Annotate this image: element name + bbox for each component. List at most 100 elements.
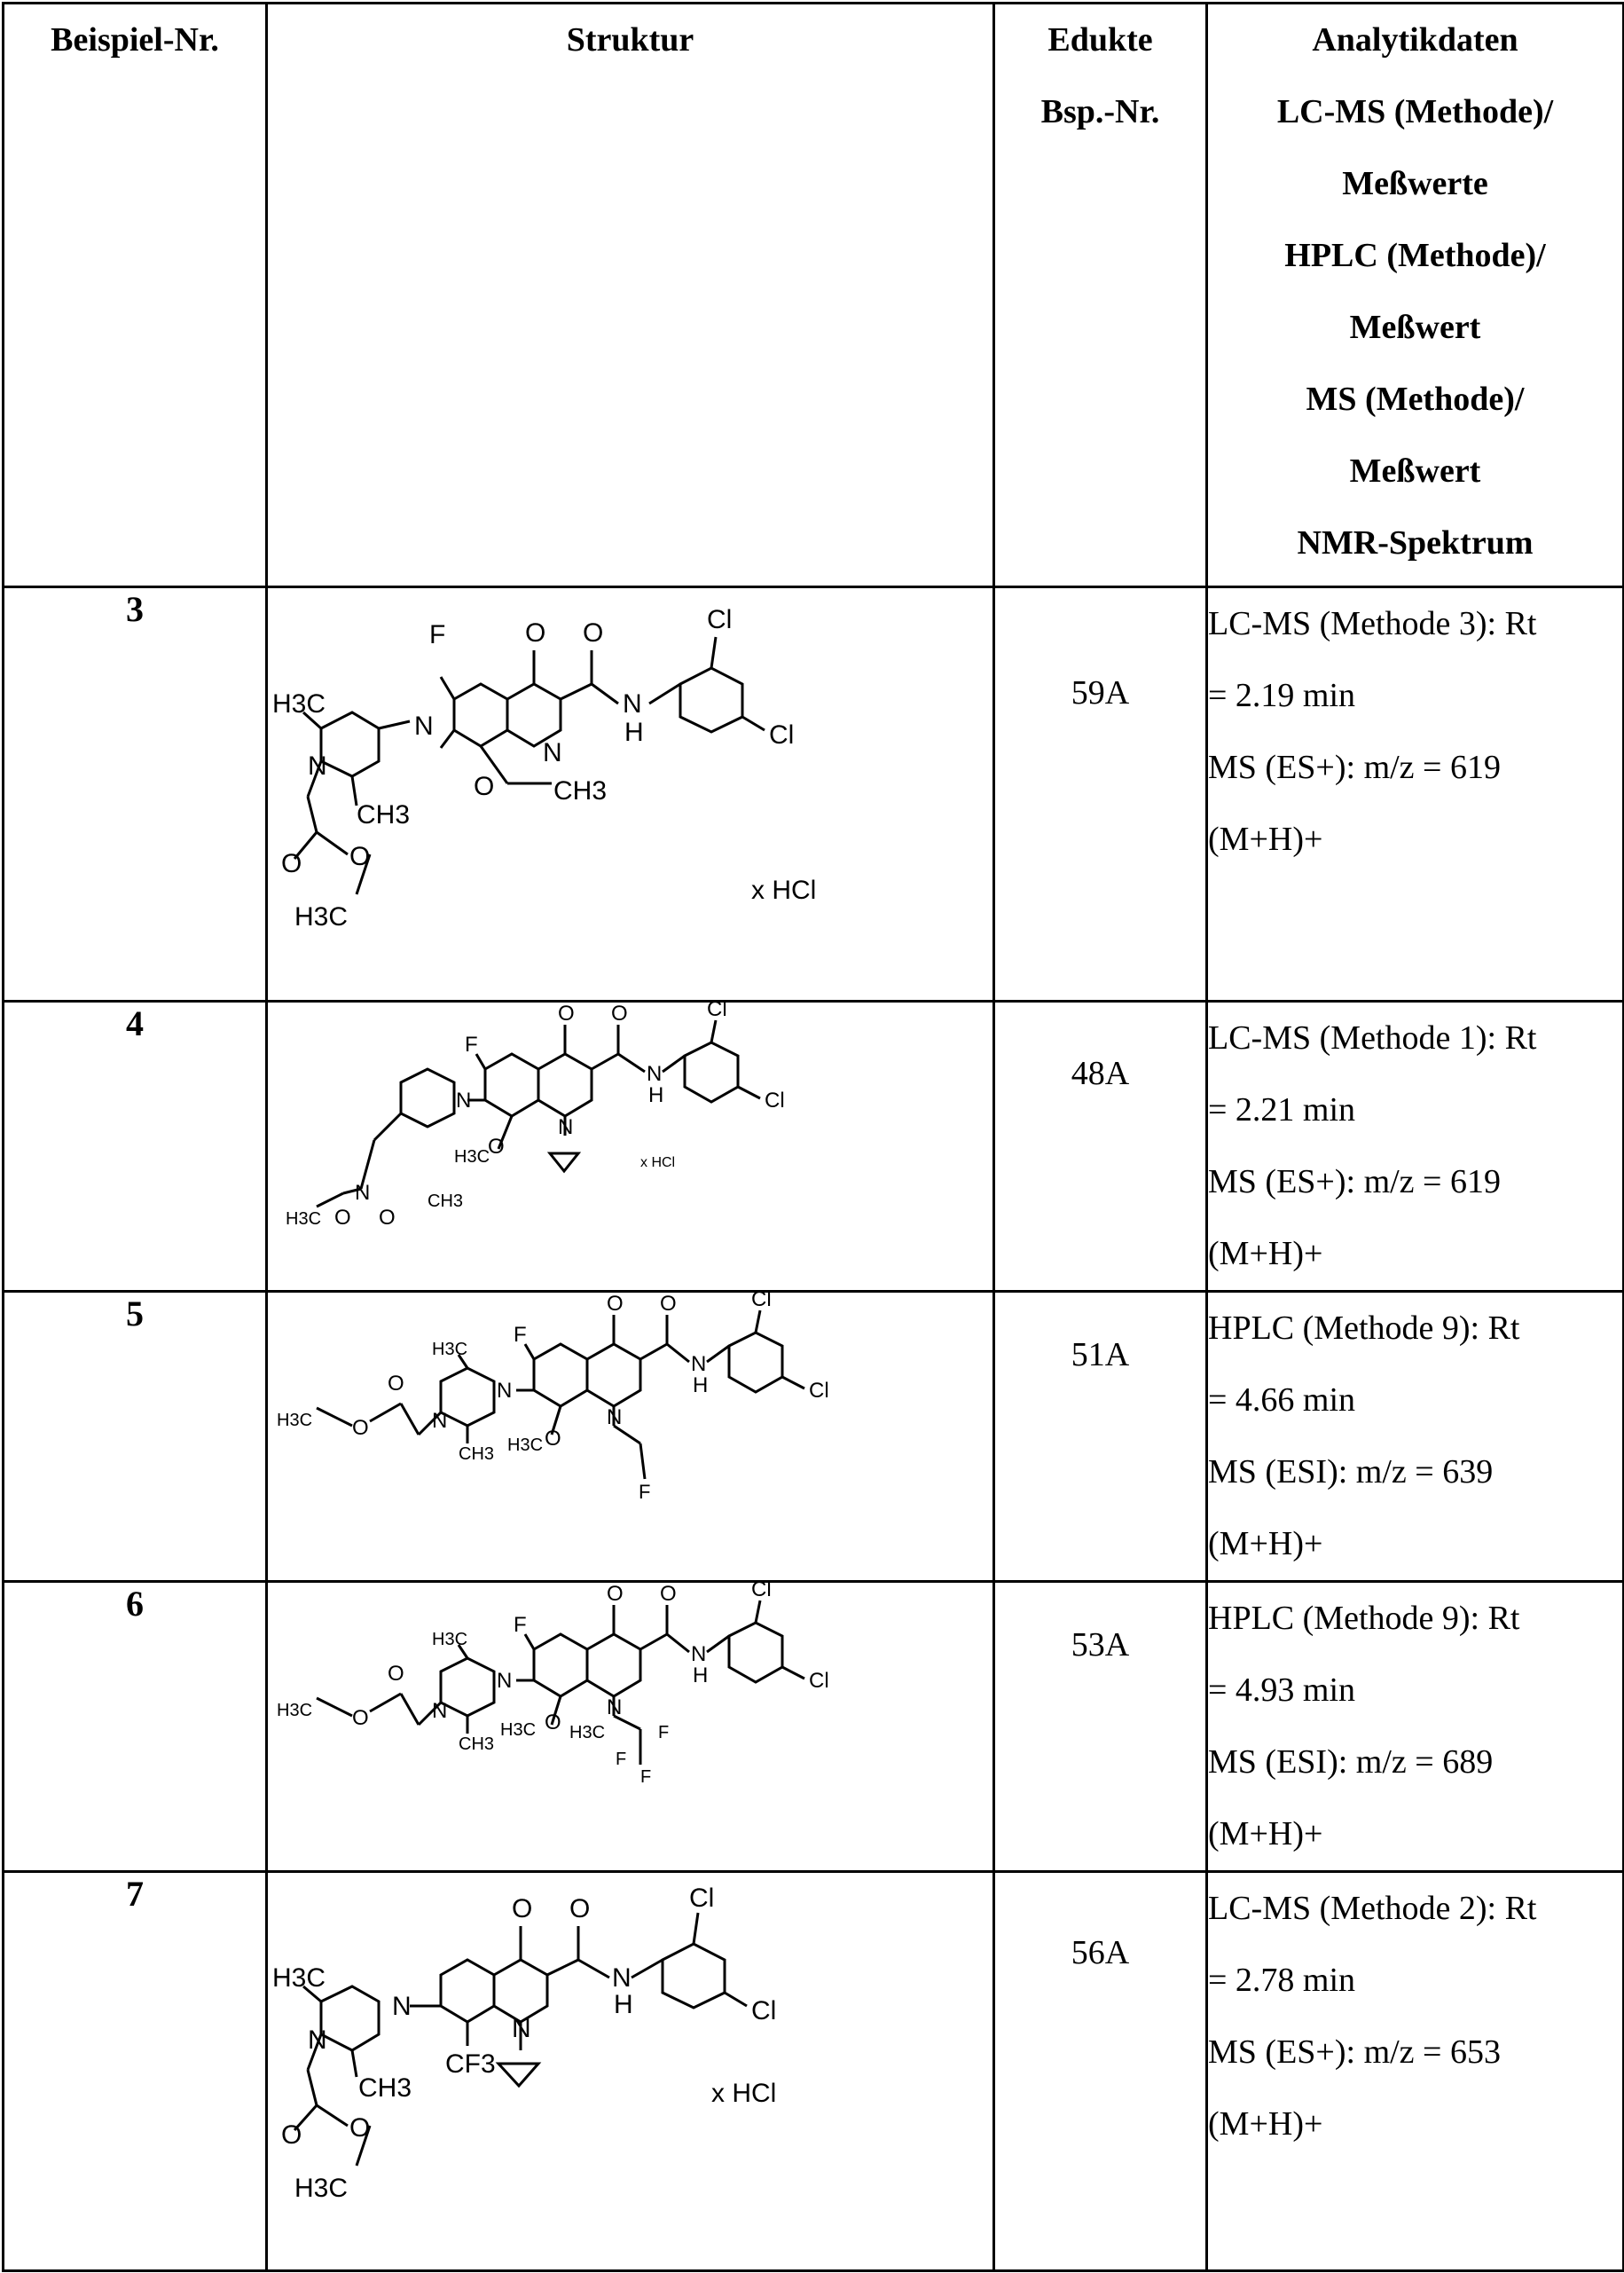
edukt-cell: 51A bbox=[994, 1292, 1207, 1582]
atom-label: O bbox=[488, 1135, 505, 1159]
example-number: 7 bbox=[4, 1872, 267, 2271]
atom-label: O bbox=[349, 2113, 370, 2143]
analytik-line: = 2.78 min bbox=[1208, 1945, 1622, 2017]
structure-image: F O O Cl Cl N H N N N O CH3 H3C CH3 O O … bbox=[268, 588, 990, 996]
atom-label: H bbox=[614, 1990, 633, 2019]
atom-label: H3C bbox=[272, 689, 326, 719]
atom-label: N bbox=[355, 1181, 370, 1205]
table-row: 3 bbox=[4, 587, 1624, 1002]
atom-label: H3C bbox=[286, 1209, 321, 1229]
edukt-number: 53A bbox=[995, 1625, 1205, 1664]
atom-label: H bbox=[693, 1373, 708, 1397]
header-analytik-line: Meßwert bbox=[1208, 292, 1622, 364]
atom-label: H3C bbox=[500, 1720, 536, 1740]
atom-label: Cl bbox=[751, 1996, 776, 2025]
header-row: Beispiel-Nr. Struktur Edukte Bsp.-Nr. An… bbox=[4, 4, 1624, 587]
atom-label: O bbox=[607, 1293, 624, 1316]
analytik-line: = 4.93 min bbox=[1208, 1655, 1622, 1726]
structure-cell: F O O Cl Cl N H N N N H3C CH3 H3C O H3C … bbox=[267, 1292, 994, 1582]
atom-label: O bbox=[660, 1293, 677, 1316]
analytik-cell: HPLC (Methode 9): Rt = 4.66 min MS (ESI)… bbox=[1207, 1292, 1624, 1582]
analytik-line: HPLC (Methode 9): Rt bbox=[1208, 1293, 1622, 1365]
atom-label: O bbox=[281, 849, 302, 878]
structure-image: F O O Cl Cl N H N N N H3C CH3 H3C O H3C … bbox=[268, 1293, 990, 1577]
atom-label: CF3 bbox=[445, 2049, 496, 2079]
atom-label: CH3 bbox=[357, 800, 410, 830]
atom-label: N bbox=[308, 2025, 327, 2055]
atom-label: N bbox=[691, 1642, 706, 1666]
atom-label: H3C bbox=[272, 1963, 326, 1993]
atom-label: F bbox=[465, 1033, 478, 1057]
atom-label: O bbox=[474, 772, 494, 801]
atom-label: N bbox=[607, 1695, 622, 1719]
analytik-cell: HPLC (Methode 9): Rt = 4.93 min MS (ESI)… bbox=[1207, 1582, 1624, 1872]
atom-label: O bbox=[525, 618, 545, 648]
atom-label: Cl bbox=[809, 1379, 829, 1403]
structure-cell: O O Cl Cl N H N N N H3C CF3 CH3 O O H3C … bbox=[267, 1872, 994, 2271]
salt-label: x HCl bbox=[711, 2079, 776, 2108]
atom-label: CH3 bbox=[553, 776, 607, 806]
atom-label: N bbox=[607, 1405, 622, 1429]
atom-label: N bbox=[512, 2014, 531, 2043]
header-analytik-line: Meßwert bbox=[1208, 436, 1622, 507]
atom-label: O bbox=[281, 2120, 302, 2150]
analytik-line: MS (ES+): m/z = 653 bbox=[1208, 2017, 1622, 2088]
analytik-line: MS (ESI): m/z = 639 bbox=[1208, 1436, 1622, 1508]
header-edukte: Edukte Bsp.-Nr. bbox=[994, 4, 1207, 587]
example-number: 5 bbox=[4, 1292, 267, 1582]
atom-label: CH3 bbox=[428, 1192, 463, 1211]
analytik-cell: LC-MS (Methode 2): Rt = 2.78 min MS (ES+… bbox=[1207, 1872, 1624, 2271]
atom-label: O bbox=[379, 1206, 396, 1230]
atom-label: Cl bbox=[809, 1669, 829, 1693]
atom-label: H3C bbox=[277, 1411, 312, 1430]
atom-label: O bbox=[583, 618, 603, 648]
atom-label: O bbox=[607, 1583, 624, 1606]
example-number: 6 bbox=[4, 1582, 267, 1872]
analytik-line: (M+H)+ bbox=[1208, 804, 1622, 876]
table-row: 5 F bbox=[4, 1292, 1624, 1582]
header-beispiel-nr: Beispiel-Nr. bbox=[4, 4, 267, 587]
atom-label: O bbox=[660, 1583, 677, 1606]
edukt-number: 59A bbox=[995, 673, 1205, 712]
atom-label: Cl bbox=[707, 605, 732, 634]
header-edukte-line: Edukte bbox=[995, 4, 1205, 76]
atom-label: N bbox=[691, 1352, 706, 1376]
structure-image: O O Cl Cl N H N N N H3C CF3 CH3 O O H3C … bbox=[268, 1873, 990, 2263]
analytik-line: (M+H)+ bbox=[1208, 2088, 1622, 2160]
atom-label: O bbox=[334, 1206, 351, 1230]
atom-label: F bbox=[639, 1481, 650, 1503]
atom-label: O bbox=[545, 1427, 561, 1451]
edukt-cell: 59A bbox=[994, 587, 1207, 1002]
atom-label: F bbox=[616, 1750, 626, 1769]
analytik-line: LC-MS (Methode 3): Rt bbox=[1208, 588, 1622, 660]
atom-label: O bbox=[569, 1894, 590, 1923]
atom-label: F bbox=[640, 1767, 651, 1787]
atom-label: Cl bbox=[769, 720, 794, 750]
atom-label: F bbox=[429, 620, 445, 649]
atom-label: CH3 bbox=[459, 1444, 494, 1464]
structure-cell: F O O Cl Cl N H N N N H3C CH3 H3C O H3C … bbox=[267, 1582, 994, 1872]
atom-label: H bbox=[648, 1083, 663, 1107]
structure-cell: F O O Cl Cl N H N N N O CH3 H3C CH3 O O … bbox=[267, 587, 994, 1002]
analytik-line: = 4.66 min bbox=[1208, 1365, 1622, 1436]
edukt-cell: 48A bbox=[994, 1002, 1207, 1292]
atom-label: O bbox=[545, 1711, 561, 1734]
atom-label: N bbox=[392, 1992, 412, 2021]
atom-label: O bbox=[611, 1003, 628, 1026]
header-analytik-line: Analytikdaten bbox=[1208, 4, 1622, 76]
atom-label: N bbox=[308, 751, 327, 781]
analytik-line: LC-MS (Methode 2): Rt bbox=[1208, 1873, 1622, 1945]
atom-label: F bbox=[514, 1613, 527, 1637]
table-row: 4 F O bbox=[4, 1002, 1624, 1292]
header-analytikdaten: Analytikdaten LC-MS (Methode)/ Meßwerte … bbox=[1207, 4, 1624, 587]
structure-cell: F O O Cl Cl N H N N N H3C O CH3 H3C O O … bbox=[267, 1002, 994, 1292]
header-analytik-line: HPLC (Methode)/ bbox=[1208, 220, 1622, 292]
analytik-line: MS (ES+): m/z = 619 bbox=[1208, 732, 1622, 804]
atom-label: O bbox=[352, 1706, 369, 1730]
atom-label: N bbox=[612, 1963, 632, 1993]
atom-label: H3C bbox=[277, 1701, 312, 1720]
atom-label: O bbox=[388, 1372, 404, 1396]
atom-label: Cl bbox=[689, 1884, 714, 1913]
atom-label: N bbox=[432, 1409, 447, 1433]
